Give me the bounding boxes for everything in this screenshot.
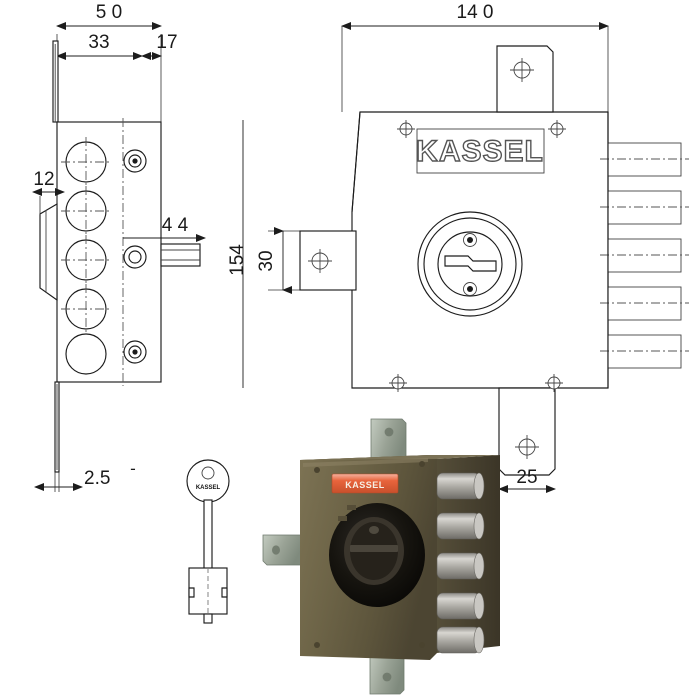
photo-bolts <box>436 472 485 654</box>
key-head-hole <box>201 466 215 480</box>
dim-front-tab-height: 30 <box>256 227 300 294</box>
side-bolt-hole <box>61 235 111 285</box>
front-bottom-mounting-tab <box>498 387 556 476</box>
dim-side-plate-thickness: 2.5 - <box>34 459 136 492</box>
photo-bolt <box>436 626 485 654</box>
dim-label-side-17: 17 <box>156 32 177 53</box>
photo-brand-label: KASSEL <box>331 473 399 494</box>
side-bolt-holes <box>61 137 111 375</box>
side-screw-hole <box>123 149 147 173</box>
front-left-mounting-tab <box>299 230 357 291</box>
rivet-crosshair <box>548 120 566 138</box>
keyway-slot <box>444 255 497 272</box>
front-bolt <box>600 238 689 273</box>
dim-label-front-tab-height: 30 <box>256 250 277 271</box>
side-faceplate-block <box>39 202 58 302</box>
mount-hole-crosshair <box>515 435 539 459</box>
photo-body-top-slant <box>300 455 500 460</box>
key-bit <box>188 567 228 615</box>
photo-cylinder <box>329 503 425 607</box>
front-chamfer-edge <box>351 111 361 213</box>
front-logo-plate: KASSEL <box>415 128 545 174</box>
rivet-crosshair <box>397 120 415 138</box>
dim-side-overall-width: 5 0 <box>56 2 162 124</box>
photo-body-highlight <box>303 458 428 467</box>
dim-tick-mark: - <box>130 459 136 478</box>
side-bolt-hole <box>65 333 107 375</box>
dim-front-overall-height: 154 <box>227 120 248 388</box>
side-screw-hole <box>123 245 147 269</box>
rivet-crosshair <box>545 374 563 392</box>
key-bit-notch-right <box>221 587 228 598</box>
front-bolt <box>600 190 689 225</box>
key-head-label: KASSEL <box>196 485 221 491</box>
dim-front-bottom-tab-width: 25 <box>498 467 556 493</box>
front-view-group: 14 0 154 30 <box>227 2 689 493</box>
front-bolt <box>600 334 689 369</box>
rivet-crosshair <box>389 374 407 392</box>
side-view-group: 5 0 33 17 12 <box>32 2 206 492</box>
key-bit-notch-left <box>188 587 195 598</box>
photo-bolt <box>436 472 485 500</box>
side-bolt-hole <box>61 137 111 187</box>
dim-label-side-25: 2.5 <box>84 468 110 489</box>
dim-front-overall-width: 14 0 <box>341 2 609 122</box>
dim-label-front-25: 25 <box>516 467 537 488</box>
key-tip <box>203 613 213 624</box>
mount-hole-crosshair <box>308 249 332 273</box>
front-bolt <box>600 286 689 321</box>
photo-brand-label-text: KASSEL <box>345 480 385 490</box>
side-screw-holes <box>123 149 147 364</box>
front-top-mounting-tab <box>496 45 554 113</box>
dim-side-segments: 33 17 <box>56 32 178 60</box>
photo-bolt <box>436 512 485 540</box>
photo-bottom-plate <box>369 647 405 695</box>
product-photo-group: KASSEL <box>262 418 500 695</box>
mount-hole-crosshair <box>510 58 534 82</box>
dim-label-side-44: 4 4 <box>162 215 189 236</box>
side-faceplate-strip <box>52 40 59 123</box>
dim-side-faceplate-depth: 12 <box>32 169 65 215</box>
front-rivets <box>389 120 566 392</box>
key-head <box>186 459 230 503</box>
side-bolt-hole <box>61 284 111 334</box>
front-bolts <box>600 112 689 388</box>
photo-top-plate <box>370 418 407 464</box>
dim-label-side-12: 12 <box>33 169 54 190</box>
dim-side-bolt-offset: 4 4 <box>123 215 206 242</box>
photo-left-plate <box>262 534 303 566</box>
dim-label-front-height: 154 <box>227 244 248 276</box>
side-bolt-stub <box>160 243 201 267</box>
key-shaft <box>203 499 213 573</box>
keyhole-screw-bottom <box>463 282 477 296</box>
photo-body-screws <box>314 461 425 648</box>
dim-label-side-33: 33 <box>88 32 109 53</box>
front-bolt <box>600 142 689 177</box>
side-screw-hole <box>123 340 147 364</box>
front-logo-text: KASSEL <box>416 135 544 168</box>
front-keyhole <box>417 211 523 317</box>
side-bolt-hole <box>61 186 111 236</box>
dim-label-front-width: 14 0 <box>457 2 494 23</box>
keyhole-screw-top <box>463 233 477 247</box>
photo-bolt <box>436 592 485 620</box>
dim-label-side-width: 5 0 <box>96 2 122 23</box>
key-illustration-group: KASSEL <box>186 459 230 624</box>
side-lower-plate <box>54 381 60 473</box>
photo-bolt <box>436 552 485 580</box>
